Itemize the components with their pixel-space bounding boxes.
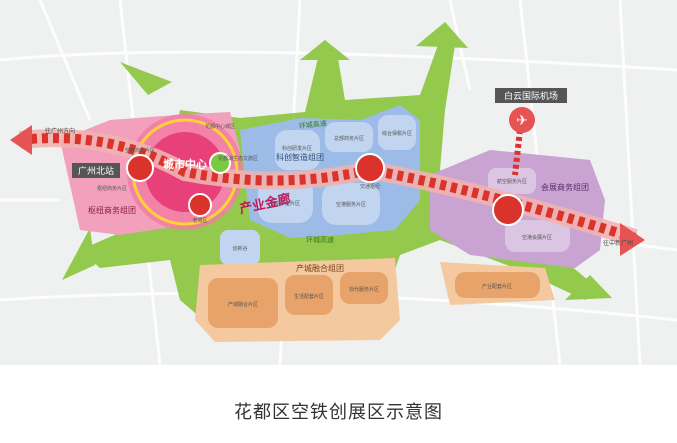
chancheng-label: 产城融合组团 <box>296 263 344 273</box>
airport-icon <box>509 107 535 133</box>
green-arrow-northwest <box>120 62 172 95</box>
node-keji <box>355 153 385 183</box>
svg-text:空港服务片区: 空港服务片区 <box>336 201 366 208</box>
svg-text:空港会展片区: 空港会展片区 <box>522 234 552 241</box>
node-lake <box>209 152 231 174</box>
green-arrow-southwest <box>62 228 95 280</box>
station-label-box <box>72 163 120 178</box>
svg-text:综合保税片区: 综合保税片区 <box>382 130 412 137</box>
svg-text:空铁商务片区: 空铁商务片区 <box>125 147 155 154</box>
svg-text:花都中心城区: 花都中心城区 <box>205 123 235 130</box>
svg-text:交通枢纽: 交通枢纽 <box>360 183 380 190</box>
node-oldtown <box>188 193 212 217</box>
city-center-label: 城市中心 <box>163 157 207 171</box>
shuniu-label: 枢纽商务组团 <box>88 205 136 215</box>
west-arrow-label: 往广州方向 <box>45 127 75 135</box>
svg-text:总部商务片区: 总部商务片区 <box>334 135 364 142</box>
svg-text:老城区: 老城区 <box>192 217 207 224</box>
nodes <box>126 152 524 226</box>
node-station <box>126 154 154 182</box>
keji-blocks <box>220 115 416 265</box>
ring-road-label-south: 环城高速 <box>306 235 334 244</box>
node-huizhan <box>492 194 524 226</box>
green-arrow-north <box>300 40 350 60</box>
airplane-glyph: ✈ <box>516 113 528 129</box>
airport-label-box <box>495 88 567 103</box>
map: ✈ 白云国际机场 广州北站 城市中心 产业金廊 枢纽商务组团 科创智造组团 会展… <box>0 0 677 365</box>
svg-text:现代服务片区: 现代服务片区 <box>349 286 379 293</box>
keji-label: 科创智造组团 <box>276 152 324 162</box>
svg-text:花都湖生态文旅区: 花都湖生态文旅区 <box>218 155 258 162</box>
svg-text:产城融合片区: 产城融合片区 <box>228 301 258 308</box>
svg-text:创新谷: 创新谷 <box>232 245 247 252</box>
arrow-east <box>620 223 645 256</box>
ring-road-label-north: 环城高速 <box>298 119 327 131</box>
green-arrow-northeast <box>416 22 468 48</box>
station-label: 广州北站 <box>78 165 114 177</box>
svg-text:产业配套片区: 产业配套片区 <box>482 283 512 290</box>
east-arrow-label: 往中新广州 <box>603 239 633 247</box>
svg-text:航空服务片区: 航空服务片区 <box>497 178 527 185</box>
airport-link <box>512 129 523 176</box>
chancheng-blocks <box>208 272 540 328</box>
airport-label: 白云国际机场 <box>504 90 558 102</box>
svg-text:生活配套片区: 生活配套片区 <box>294 293 324 300</box>
huizhan-label: 会展商务组团 <box>541 182 589 192</box>
svg-text:科创研发片区: 科创研发片区 <box>282 145 312 152</box>
huizhan-blocks <box>488 168 570 252</box>
map-svg: ✈ 白云国际机场 广州北站 城市中心 产业金廊 枢纽商务组团 科创智造组团 会展… <box>0 0 677 365</box>
svg-text:智造产业片区: 智造产业片区 <box>270 200 300 207</box>
map-caption: 花都区空铁创展区示意图 <box>234 402 443 423</box>
arrow-west <box>10 125 32 155</box>
svg-text:枢纽商务片区: 枢纽商务片区 <box>97 185 127 192</box>
small-labels: 空铁商务片区 枢纽商务片区 花都中心城区 花都湖生态文旅区 老城区 科创研发片区… <box>97 123 552 308</box>
